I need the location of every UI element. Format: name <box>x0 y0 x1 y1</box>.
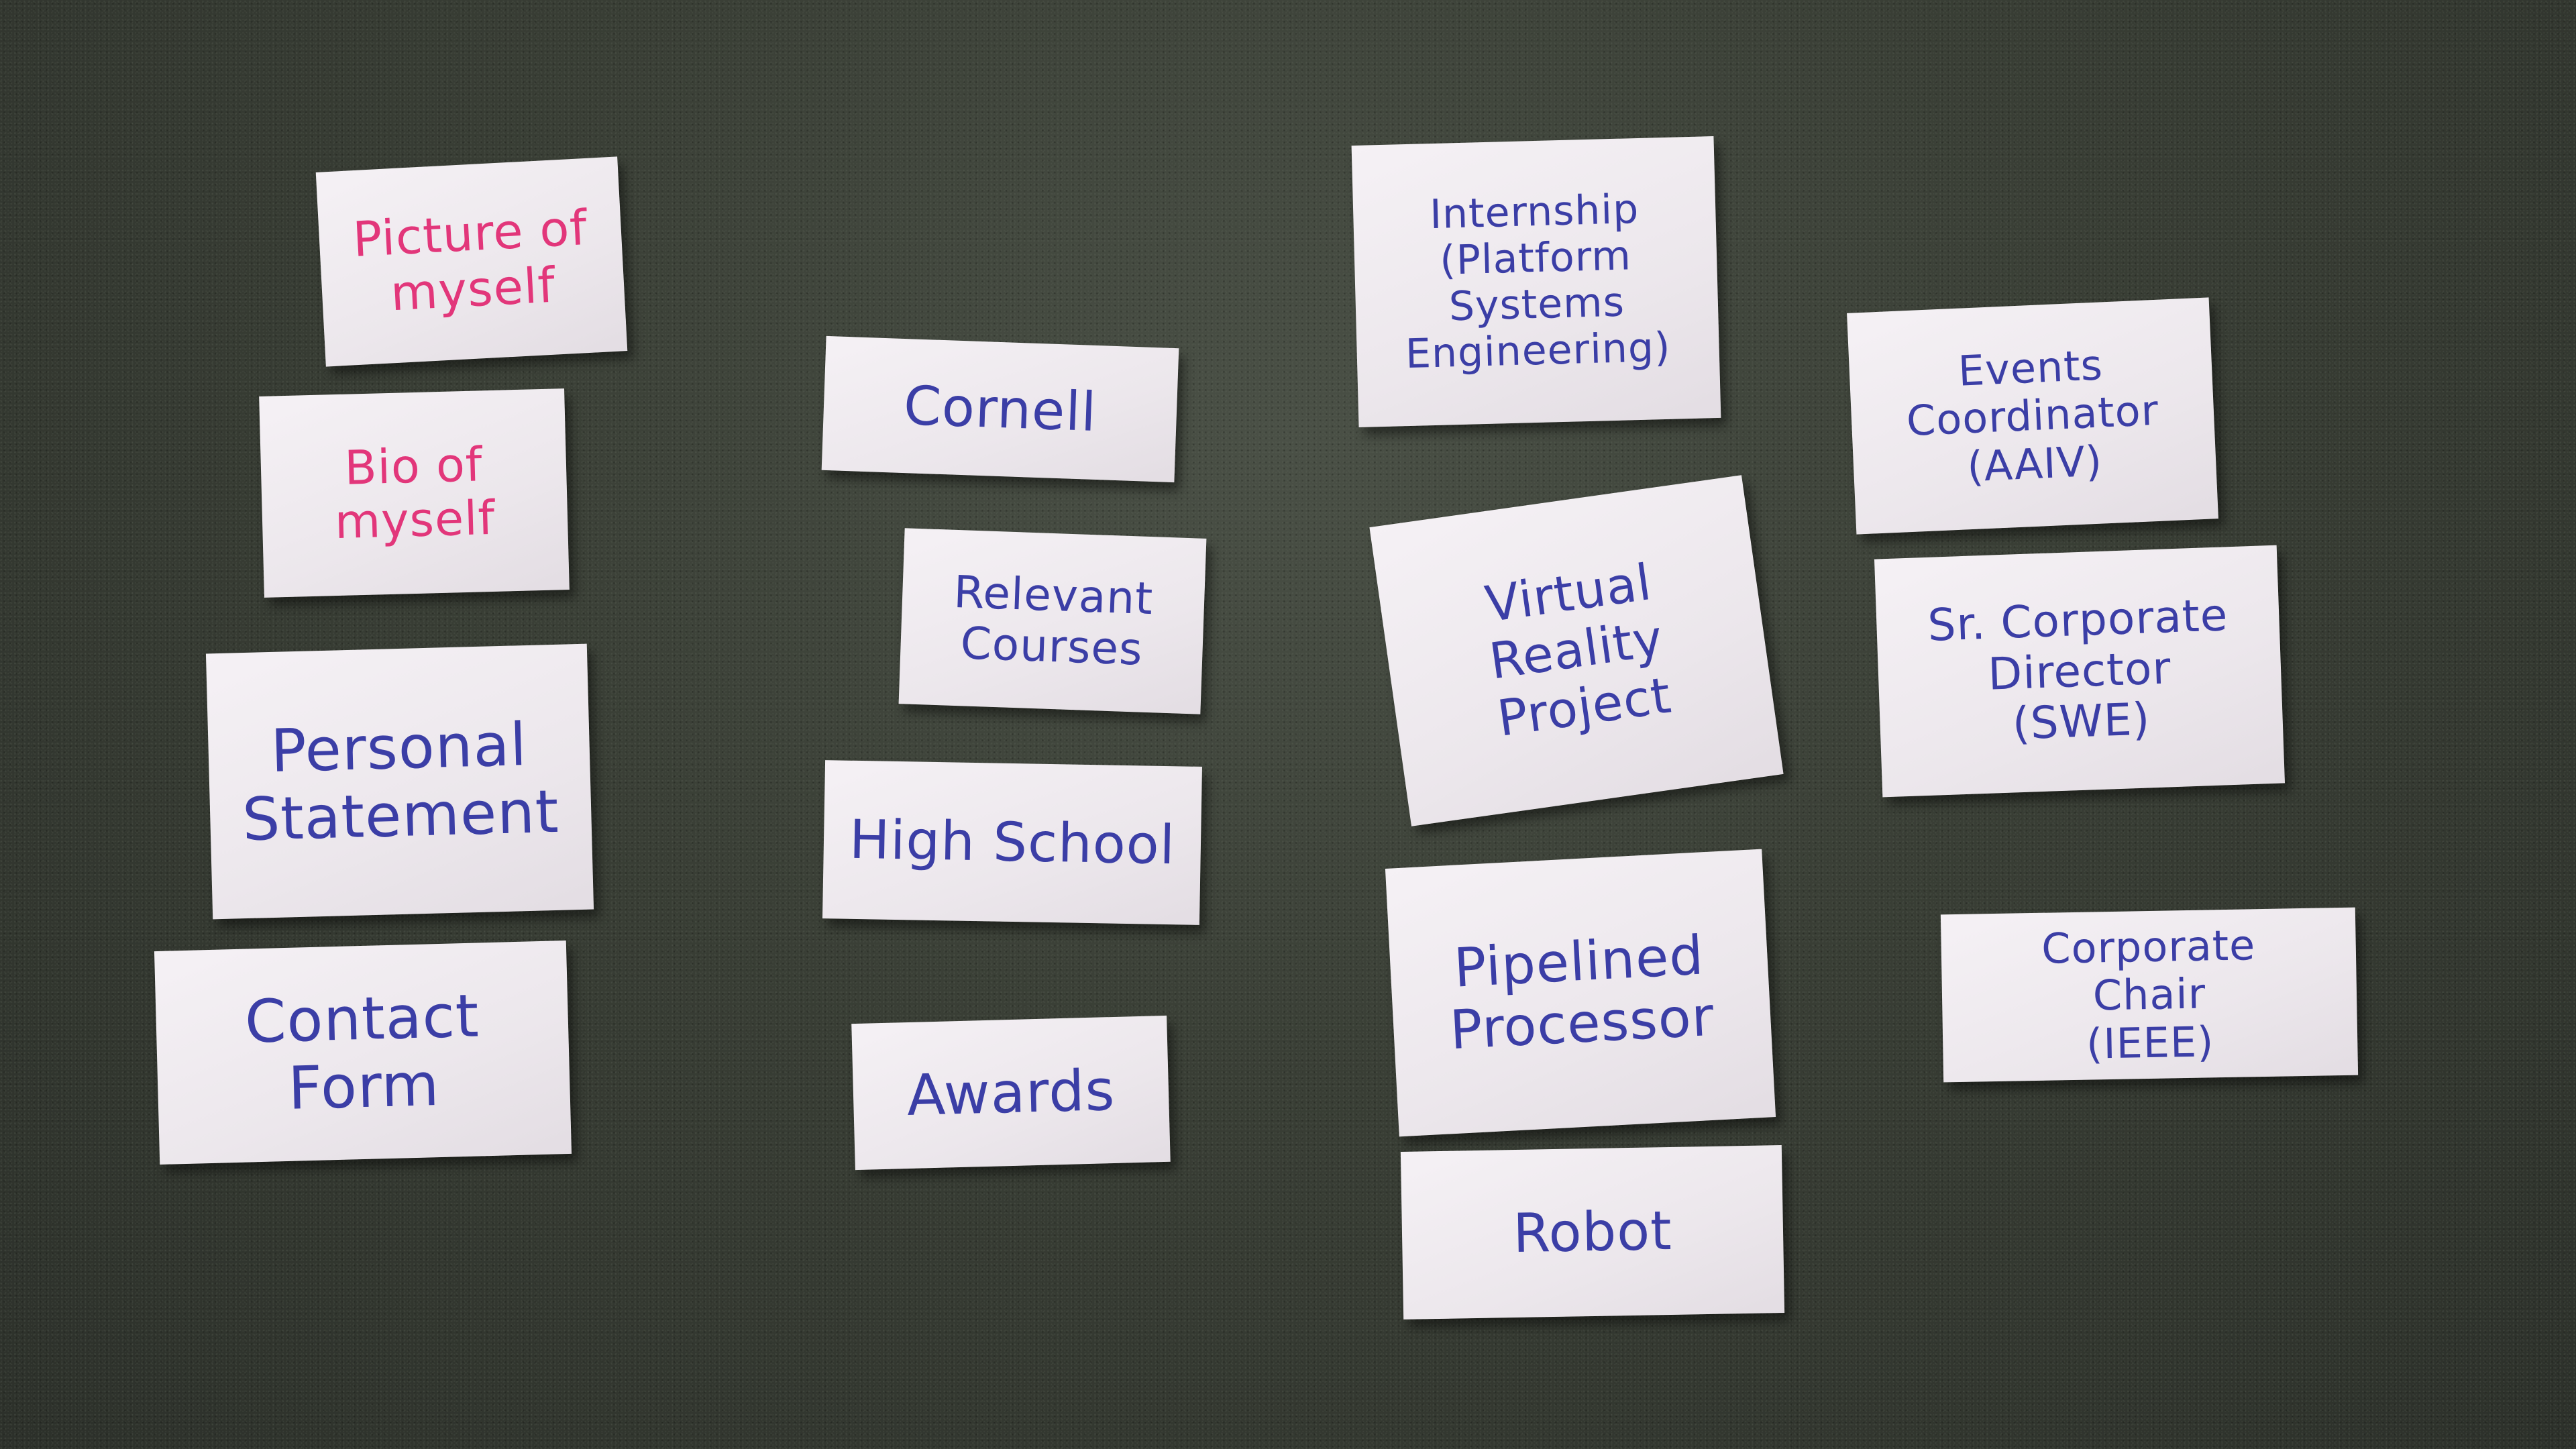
note-robot[interactable]: Robot <box>1400 1145 1785 1320</box>
note-label: Events Coordinator (AAIV) <box>1905 340 2160 491</box>
note-picture-of-myself[interactable]: Picture of myself <box>315 156 628 367</box>
note-relevant-courses[interactable]: Relevant Courses <box>898 528 1207 714</box>
note-label: Cornell <box>902 374 1098 443</box>
note-label: Sr. Corporate Director (SWE) <box>1927 588 2229 750</box>
note-label: Pipelined Processor <box>1448 924 1716 1062</box>
note-cornell[interactable]: Cornell <box>821 335 1179 483</box>
note-high-school[interactable]: High School <box>822 760 1203 925</box>
note-awards[interactable]: Awards <box>851 1015 1171 1171</box>
note-corporate-chair[interactable]: Corporate Chair (IEEE) <box>1940 907 2359 1083</box>
note-label: Virtual Reality Project <box>1481 553 1675 748</box>
note-label: Picture of myself <box>351 199 589 322</box>
note-pipelined-processor[interactable]: Pipelined Processor <box>1385 849 1776 1137</box>
note-contact-form[interactable]: Contact Form <box>154 941 572 1165</box>
note-sr-corporate-director[interactable]: Sr. Corporate Director (SWE) <box>1874 545 2286 798</box>
note-label: Relevant Courses <box>953 566 1155 676</box>
note-label: Personal Statement <box>241 709 560 855</box>
note-label: Robot <box>1512 1199 1673 1265</box>
note-events-coordinator[interactable]: Events Coordinator (AAIV) <box>1847 297 2218 535</box>
note-personal-statement[interactable]: Personal Statement <box>205 643 594 920</box>
note-label: High School <box>849 808 1176 877</box>
note-internship[interactable]: Internship (Platform Systems Engineering… <box>1351 136 1721 427</box>
note-virtual-reality-project[interactable]: Virtual Reality Project <box>1369 475 1784 826</box>
note-label: Internship (Platform Systems Engineering… <box>1405 185 1672 378</box>
note-bio-of-myself[interactable]: Bio of myself <box>259 388 570 598</box>
note-label: Bio of myself <box>333 436 496 550</box>
note-label: Awards <box>906 1057 1116 1128</box>
note-label: Contact Form <box>244 981 480 1123</box>
note-label: Corporate Chair (IEEE) <box>2041 920 2256 1069</box>
